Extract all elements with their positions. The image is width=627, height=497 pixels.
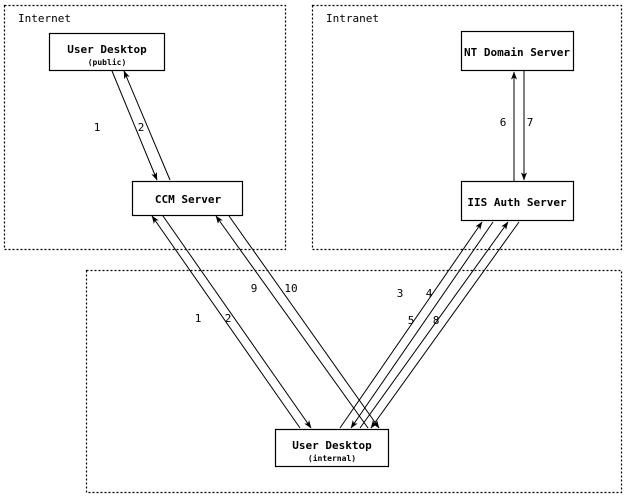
node-user-desktop-internal[interactable]: User Desktop (internal): [274, 428, 390, 468]
flow-line-1-public: [111, 70, 158, 181]
node-nt-domain-server[interactable]: NT Domain Server: [460, 30, 575, 72]
node-user-desktop-public[interactable]: User Desktop (public): [48, 32, 166, 72]
zone-label-internet: Internet: [18, 12, 71, 25]
flow-line-2-internal: [162, 215, 312, 429]
flow-label-10: 10: [284, 282, 297, 295]
node-title-nt-domain-server: NT Domain Server: [464, 46, 570, 59]
node-title-ccm-server: CCM Server: [155, 193, 222, 206]
node-box-ccm-server: [131, 180, 244, 217]
flow-label-7: 7: [527, 116, 534, 129]
flow-label-5: 5: [408, 314, 415, 327]
node-box-iis-auth-server: [460, 180, 575, 222]
flow-line-3: [339, 221, 483, 429]
flow-label-4: 4: [426, 287, 433, 300]
flow-label-1-internal: 1: [195, 312, 202, 325]
node-box-user-desktop-public: [48, 32, 166, 72]
flow-line-8: [370, 221, 520, 429]
flow-label-3: 3: [397, 287, 404, 300]
node-title-iis-auth-server: IIS Auth Server: [467, 196, 567, 209]
node-box-user-desktop-internal: [274, 428, 390, 468]
node-iis-auth-server[interactable]: IIS Auth Server: [460, 180, 575, 222]
zone-boundary-internal: [85, 269, 623, 494]
node-title-user-desktop-public: User Desktop: [67, 43, 147, 56]
flow-label-2-internal: 2: [225, 312, 232, 325]
flow-label-9: 9: [251, 282, 258, 295]
zone-label-intranet: Intranet: [326, 12, 379, 25]
flow-line-4: [350, 221, 494, 429]
node-ccm-server[interactable]: CCM Server: [131, 180, 244, 217]
flow-label-6: 6: [500, 116, 507, 129]
flow-label-8: 8: [433, 314, 440, 327]
zone-boundary-internet: [3, 4, 287, 251]
flow-line-2-public: [123, 70, 171, 181]
zone-boundary-intranet: [311, 4, 623, 251]
flow-line-10: [228, 215, 380, 429]
flow-line-5: [359, 221, 509, 429]
flow-line-9: [215, 215, 369, 429]
node-title-user-desktop-internal: User Desktop: [292, 439, 372, 452]
node-subtitle-user-desktop-public: (public): [88, 57, 127, 67]
flow-label-2-public: 2: [138, 121, 145, 134]
node-subtitle-user-desktop-internal: (internal): [308, 453, 356, 463]
node-box-nt-domain-server: [460, 30, 575, 72]
flow-line-1-internal: [151, 215, 301, 429]
flow-label-1-public: 1: [94, 121, 101, 134]
